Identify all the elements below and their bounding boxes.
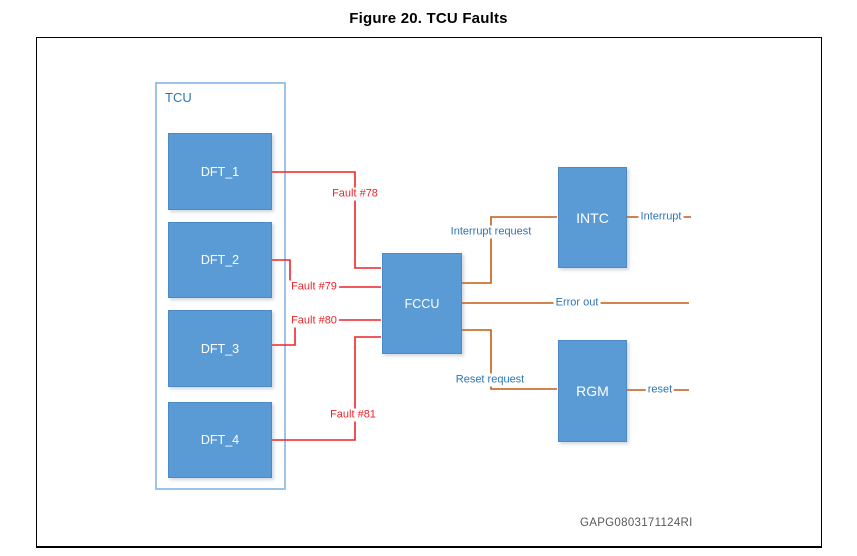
label-fault79: Fault #79 — [289, 280, 339, 294]
label-error-out: Error out — [553, 296, 601, 310]
label-fault80: Fault #80 — [289, 314, 339, 328]
block-dft2: DFT_2 — [168, 222, 272, 298]
block-dft1-label: DFT_1 — [200, 164, 240, 179]
label-fault81: Fault #81 — [328, 408, 378, 422]
block-intc: INTC — [558, 167, 627, 268]
figure-reference-code: GAPG0803171124RI — [580, 517, 693, 529]
block-dft3: DFT_3 — [168, 310, 272, 387]
block-fccu: FCCU — [382, 253, 462, 354]
block-dft3-label: DFT_3 — [200, 341, 240, 356]
block-dft4: DFT_4 — [168, 402, 272, 478]
figure-title: Figure 20. TCU Faults — [349, 10, 508, 27]
block-dft2-label: DFT_2 — [200, 253, 240, 267]
label-fault78: Fault #78 — [330, 187, 380, 201]
block-dft4-label: DFT_4 — [200, 433, 240, 447]
label-interrupt-out: Interrupt — [638, 210, 684, 224]
block-rgm: RGM — [558, 340, 627, 442]
label-interrupt-request: Interrupt request — [448, 225, 534, 239]
block-intc-label: INTC — [576, 209, 609, 226]
block-rgm-label: RGM — [576, 383, 609, 399]
label-reset-out: reset — [645, 383, 675, 397]
tcu-container-label: TCU — [165, 90, 192, 105]
label-reset-request: Reset request — [453, 373, 527, 387]
block-fccu-label: FCCU — [404, 296, 440, 311]
block-dft1: DFT_1 — [168, 133, 272, 210]
